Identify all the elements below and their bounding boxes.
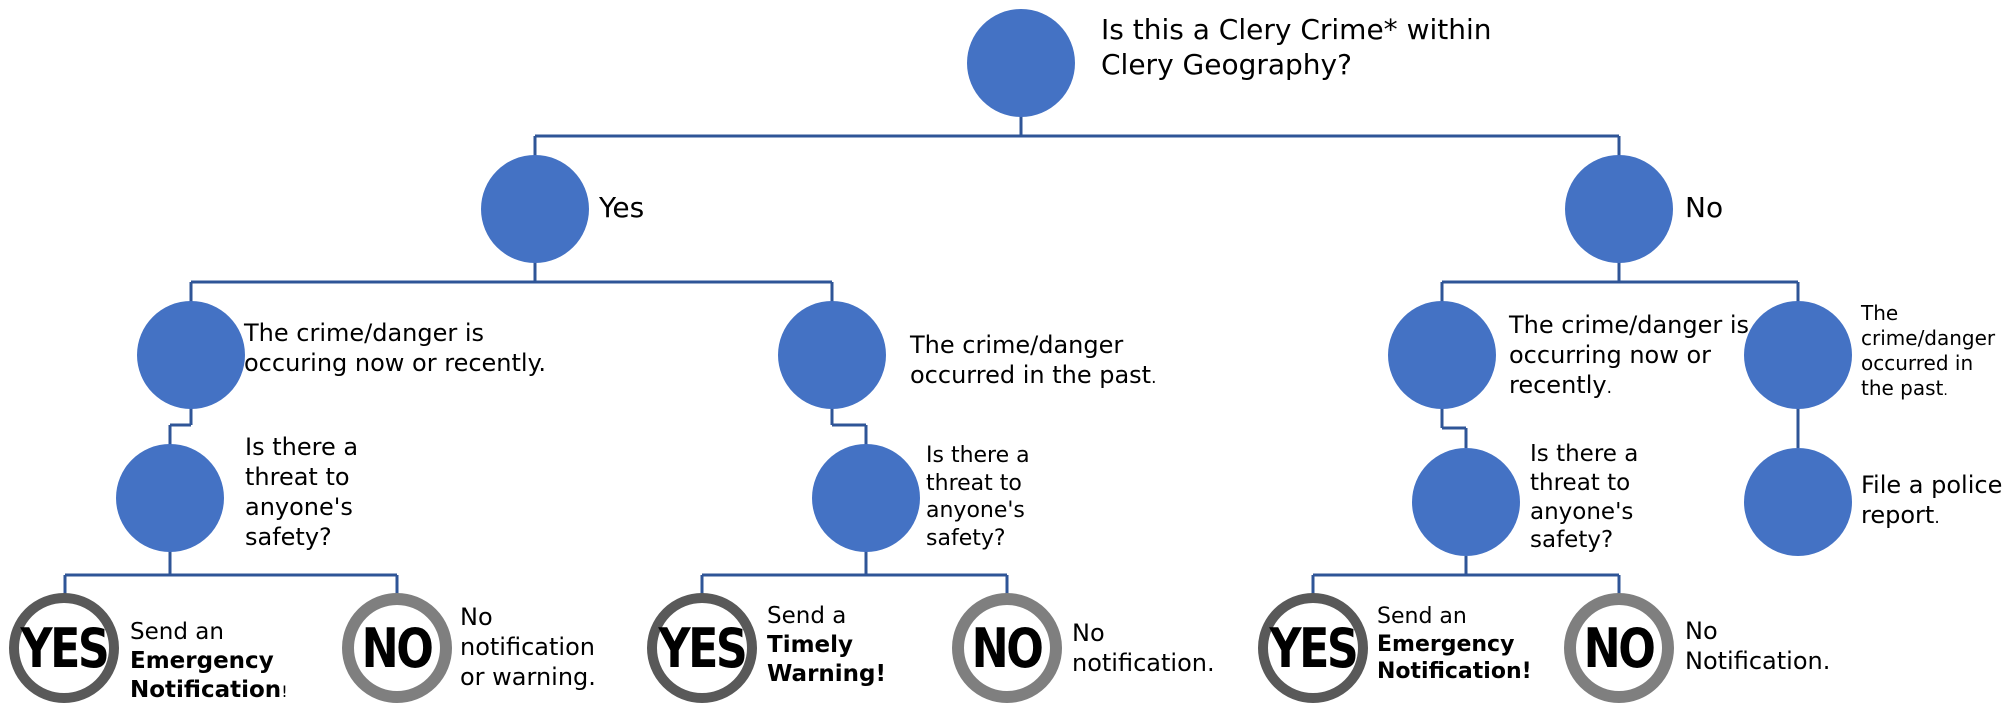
yes-past-no-outcome: No notification. [1072,619,1215,677]
no-now-question-node [1412,448,1520,556]
yes-past-yes-outcome: Send a Timely Warning! [767,603,886,687]
root-node [967,9,1075,117]
no-now-no-badge: NO [1564,593,1674,703]
connector-yes-now-outcomes [63,549,399,595]
no-now-node [1388,301,1496,409]
no-now-yes-outcome: Send an Emergency Notification! [1377,604,1532,684]
yes-now-no-badge: NO [342,593,452,703]
yes-past-label: The crime/danger occurred in the past. [910,331,1157,389]
yes-past-no-badge: NO [952,593,1062,703]
yes-label: Yes [599,191,645,224]
no-past-node [1744,301,1852,409]
yes-past-question: Is there a threat to anyone's safety? [926,443,1030,551]
no-past-action: File a police report. [1861,471,2003,529]
connector-yes-past-outcomes [700,549,1009,595]
connector-no-now-outcomes [1311,556,1621,595]
yes-now-no-outcome: No notification or warning. [460,603,596,691]
no-past-label: The crime/danger occurred in the past. [1861,301,1996,400]
root-question: Is this a Clery Crime* within Clery Geog… [1101,13,1492,81]
yes-now-question: Is there a threat to anyone's safety? [245,433,359,551]
connector-yes-now-question [168,408,193,445]
yes-now-label: The crime/danger is occuring now or rece… [244,319,546,377]
no-label: No [1685,191,1724,224]
connector-no-now-question [1440,408,1468,448]
no-now-question: Is there a threat to anyone's safety? [1530,441,1639,554]
yes-past-node [778,301,886,409]
connector-yes-split [189,262,834,302]
yes-now-node [137,301,245,409]
no-now-yes-badge: YES [1258,593,1368,703]
yes-past-question-node [812,444,920,552]
no-node [1565,155,1673,263]
yes-now-question-node [116,444,224,552]
no-now-label: The crime/danger is occurring now or rec… [1509,311,1750,399]
yes-past-yes-badge: YES [647,593,757,703]
yes-node [481,155,589,263]
yes-now-yes-badge: YES [9,593,119,703]
yes-now-yes-outcome: Send an Emergency Notification! [130,619,288,703]
no-past-action-node [1744,448,1852,556]
connector-no-split [1440,262,1800,302]
connector-root [533,113,1621,158]
no-now-no-outcome: No Notification. [1685,617,1831,675]
connector-yes-past-question [830,408,868,445]
